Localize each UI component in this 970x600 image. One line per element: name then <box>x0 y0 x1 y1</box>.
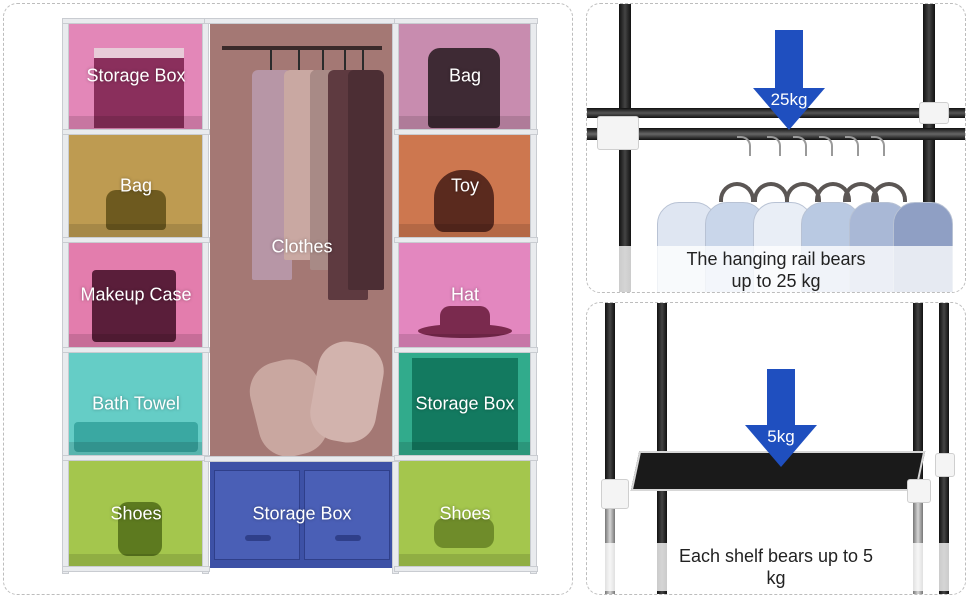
backpack-image <box>428 48 500 128</box>
vertical-pole <box>913 303 923 594</box>
hook <box>344 50 346 70</box>
caption-line: kg <box>766 568 786 588</box>
hook <box>270 50 272 70</box>
frame-bar <box>62 347 210 353</box>
shoes-image <box>434 518 494 548</box>
hanger <box>753 182 789 202</box>
cube-left-2: Bag <box>66 134 206 238</box>
cube-label: Storage Box <box>415 393 515 414</box>
shelf-panel: 5kg Each shelf bears up to 5 kg <box>586 302 966 595</box>
cube-label: Bath Towel <box>92 393 180 414</box>
hanging-rail <box>587 128 965 140</box>
cube-right-2: Toy <box>398 134 532 238</box>
rail-caption: The hanging rail bears up to 25 kg <box>587 246 965 292</box>
shoes-image <box>118 502 162 556</box>
weight-arrow: 5kg <box>745 369 817 469</box>
bottom-storage-box: Storage Box <box>210 460 394 568</box>
wardrobe-panel: Storage Box Bag Makeup Case Bath Towel S… <box>3 3 573 595</box>
weight-arrow: 25kg <box>753 30 825 130</box>
pillow-image <box>305 337 389 447</box>
caption-line: Each shelf bears up to 5 <box>678 546 874 566</box>
arrow-shaft <box>775 30 803 88</box>
hook <box>322 50 324 70</box>
caption-line: The hanging rail bears <box>686 249 866 269</box>
cube-label: Clothes <box>271 236 333 257</box>
cube-label: Shoes <box>439 503 491 524</box>
hanger <box>871 182 907 202</box>
cube-label: Toy <box>450 175 479 196</box>
vertical-pole <box>939 303 949 594</box>
frame-bar <box>394 566 538 572</box>
storage-box-image <box>412 358 518 450</box>
shelf-joint <box>601 479 629 509</box>
hanger-hook <box>767 136 781 156</box>
drawer-handle <box>335 535 361 541</box>
rail-joint <box>597 116 639 150</box>
cube-left-5: Shoes <box>66 460 206 568</box>
cube-right-4: Storage Box <box>398 352 532 456</box>
cube-right-3: Hat <box>398 242 532 348</box>
caption-line: up to 25 kg <box>731 271 821 291</box>
frame-bar <box>62 566 210 572</box>
storage-box-image <box>94 48 184 128</box>
cube-label: Shoes <box>110 503 162 524</box>
hanging-section: Clothes <box>210 22 394 464</box>
hat-image <box>440 306 490 330</box>
weight-label: 5kg <box>767 427 795 446</box>
toy-image <box>434 170 494 232</box>
vertical-pole <box>605 303 615 594</box>
vertical-pole <box>657 303 667 594</box>
cube-right-1: Bag <box>398 22 532 130</box>
hanger-hook <box>819 136 833 156</box>
arrow-head <box>745 425 817 467</box>
cube-right-5: Shoes <box>398 460 532 568</box>
shelf-caption: Each shelf bears up to 5 kg <box>587 543 965 591</box>
hanger-hook <box>737 136 751 156</box>
hook <box>298 50 300 70</box>
frame-bar <box>62 455 210 461</box>
cube-left-3: Makeup Case <box>66 242 206 348</box>
cube-label: Makeup Case <box>80 284 192 305</box>
frame-bar <box>394 18 538 24</box>
shelf-joint <box>907 479 931 503</box>
frame-bar <box>394 347 538 353</box>
drawer <box>304 470 390 560</box>
hook <box>362 50 364 70</box>
hanger <box>719 182 755 202</box>
hanger-hook <box>793 136 807 156</box>
towel-image <box>74 422 198 452</box>
frame-bar <box>394 129 538 135</box>
cube-left-4: Bath Towel <box>66 352 206 456</box>
shelf-joint <box>935 453 955 477</box>
hanging-rail-panel: 25kg The hanging rail bears up to 25 kg <box>586 3 966 293</box>
hanger-hook <box>845 136 859 156</box>
cube-label: Bag <box>448 65 482 86</box>
drawer-handle <box>245 535 271 541</box>
cube-label: Storage Box <box>252 503 352 524</box>
frame-bar <box>204 456 400 462</box>
cube-label: Bag <box>119 175 153 196</box>
rail-joint <box>919 102 949 124</box>
hanger-hook <box>871 136 885 156</box>
cube-label: Hat <box>450 284 479 305</box>
frame-bar <box>62 129 210 135</box>
cube-label: Storage Box <box>86 65 186 86</box>
frame-bar <box>394 237 538 243</box>
makeup-case-image <box>92 270 176 342</box>
frame-bar <box>62 18 210 24</box>
frame-bar <box>62 237 210 243</box>
frame-bar <box>394 455 538 461</box>
arrow-head <box>753 88 825 130</box>
drawer <box>214 470 300 560</box>
arrow-shaft <box>767 369 795 425</box>
garment <box>348 70 384 290</box>
frame-bar <box>204 18 400 24</box>
hanging-rail <box>222 46 382 50</box>
weight-label: 25kg <box>770 90 808 109</box>
cube-left-1: Storage Box <box>66 22 206 130</box>
